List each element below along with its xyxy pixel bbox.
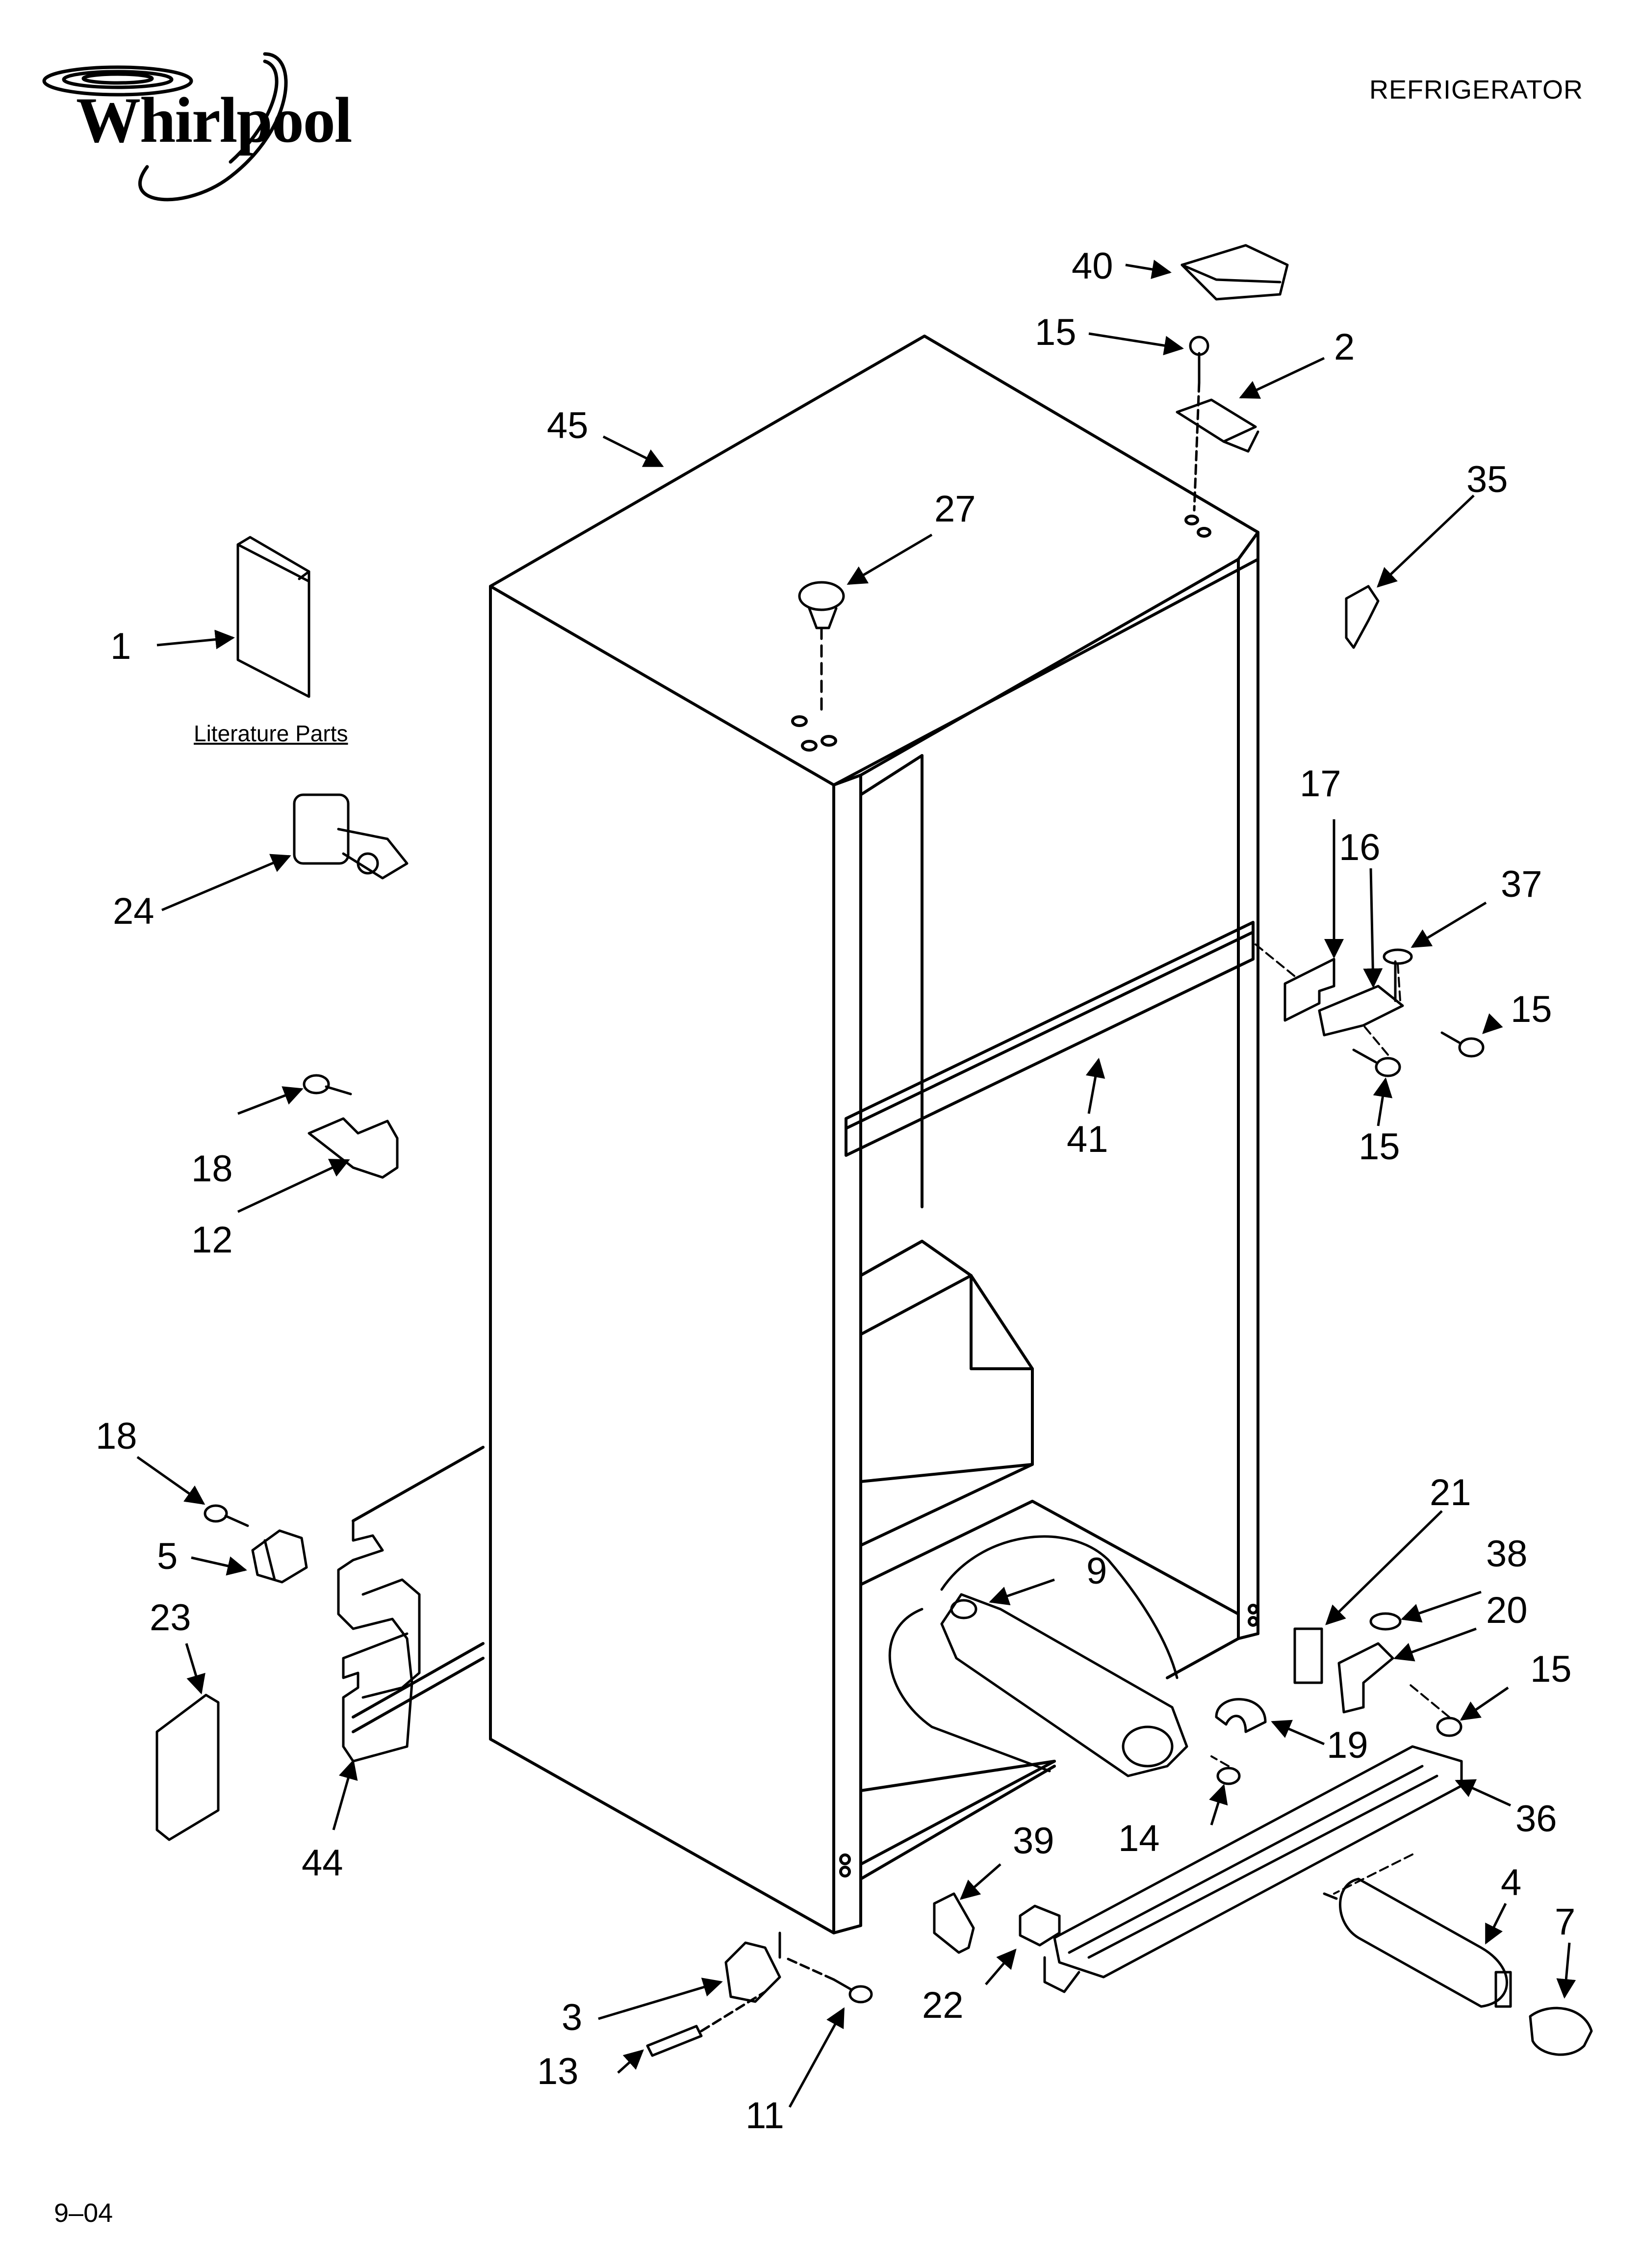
side-handle-bracket-part bbox=[337, 1519, 421, 1763]
assembly-dash-lines bbox=[1210, 943, 1450, 1895]
screw-11-part bbox=[783, 1956, 873, 2004]
callout-41: 41 bbox=[1067, 1119, 1108, 1160]
whirlpool-swirl-logo bbox=[42, 52, 288, 202]
callout-22: 22 bbox=[922, 1984, 964, 2026]
callout-18-upper: 18 bbox=[191, 1148, 233, 1190]
shelf-support-part bbox=[293, 793, 409, 880]
bracket-12-part bbox=[303, 1074, 399, 1179]
callout-19: 19 bbox=[1327, 1724, 1368, 1766]
callout-44: 44 bbox=[302, 1842, 343, 1884]
washer-37-part bbox=[1383, 948, 1413, 965]
pin-13-part bbox=[646, 2025, 703, 2057]
bracket-5-part bbox=[204, 1504, 308, 1584]
callout-15-lower: 15 bbox=[1530, 1648, 1572, 1690]
callout-36: 36 bbox=[1515, 1798, 1557, 1840]
screw-14-part bbox=[1216, 1767, 1241, 1785]
hinge-plate-17-part bbox=[1283, 958, 1335, 1022]
callout-15-right: 15 bbox=[1511, 989, 1552, 1030]
side-cover-23-part bbox=[155, 1694, 220, 1841]
brand-logo-text: Whirlpool bbox=[76, 84, 352, 156]
callout-20: 20 bbox=[1486, 1590, 1528, 1631]
clip-22-part bbox=[1019, 1904, 1061, 1947]
footer-code: 9–04 bbox=[54, 2198, 113, 2228]
hinge-screw-lower-part bbox=[1436, 1717, 1462, 1737]
callout-5: 5 bbox=[157, 1536, 178, 1577]
plug-button-part bbox=[798, 581, 845, 718]
washer-38-part bbox=[1369, 1612, 1402, 1631]
callout-9: 9 bbox=[1086, 1550, 1107, 1592]
callout-23: 23 bbox=[150, 1597, 191, 1639]
callout-37: 37 bbox=[1501, 863, 1542, 905]
filter-cap-7-part bbox=[1529, 2007, 1593, 2056]
callout-1: 1 bbox=[110, 626, 131, 667]
bracket-21-part bbox=[1293, 1627, 1323, 1684]
leader-arrows bbox=[136, 260, 1576, 2108]
callout-15-top: 15 bbox=[1035, 312, 1077, 353]
callout-35: 35 bbox=[1466, 459, 1508, 500]
water-filter-4-part bbox=[1323, 1877, 1512, 2008]
callout-18-lower: 18 bbox=[96, 1415, 137, 1457]
callout-11: 11 bbox=[745, 2095, 784, 2137]
callout-24: 24 bbox=[113, 890, 154, 932]
callout-45: 45 bbox=[547, 405, 589, 446]
literature-parts-label: Literature Parts bbox=[194, 721, 348, 746]
callout-21: 21 bbox=[1430, 1472, 1471, 1513]
top-screw-part bbox=[1189, 336, 1209, 512]
hinge-20-part bbox=[1337, 1642, 1394, 1714]
callout-39: 39 bbox=[1013, 1820, 1054, 1862]
callout-15-mid: 15 bbox=[1359, 1126, 1400, 1168]
callout-14: 14 bbox=[1118, 1818, 1160, 1859]
clip-19-part bbox=[1215, 1698, 1267, 1733]
callout-2: 2 bbox=[1334, 326, 1355, 368]
clip-39-part bbox=[933, 1892, 975, 1954]
page-title: REFRIGERATOR bbox=[1369, 75, 1583, 104]
hinge-16-part bbox=[1318, 985, 1404, 1037]
callout-3: 3 bbox=[562, 1997, 583, 2038]
callout-12: 12 bbox=[191, 1219, 233, 1261]
callout-4: 4 bbox=[1501, 1862, 1522, 1903]
callout-17: 17 bbox=[1300, 763, 1341, 805]
filter-housing-part bbox=[888, 1535, 1188, 1777]
callout-38: 38 bbox=[1486, 1533, 1528, 1575]
top-hinge-part bbox=[1176, 398, 1259, 453]
hinge-cover-part bbox=[1345, 585, 1380, 649]
callout-16: 16 bbox=[1339, 827, 1381, 868]
roller-3-part bbox=[724, 1931, 781, 2003]
cabinet-outline bbox=[352, 335, 1259, 1934]
callout-7: 7 bbox=[1555, 1901, 1576, 1943]
callout-27: 27 bbox=[934, 488, 976, 530]
hinge-screws-part bbox=[1352, 1031, 1485, 1077]
filter-bracket-36-part bbox=[1043, 1745, 1463, 1993]
literature-parts-illustration bbox=[236, 536, 310, 698]
top-cover-part bbox=[1180, 244, 1289, 301]
callout-13: 13 bbox=[537, 2051, 579, 2092]
callout-40: 40 bbox=[1072, 245, 1113, 287]
